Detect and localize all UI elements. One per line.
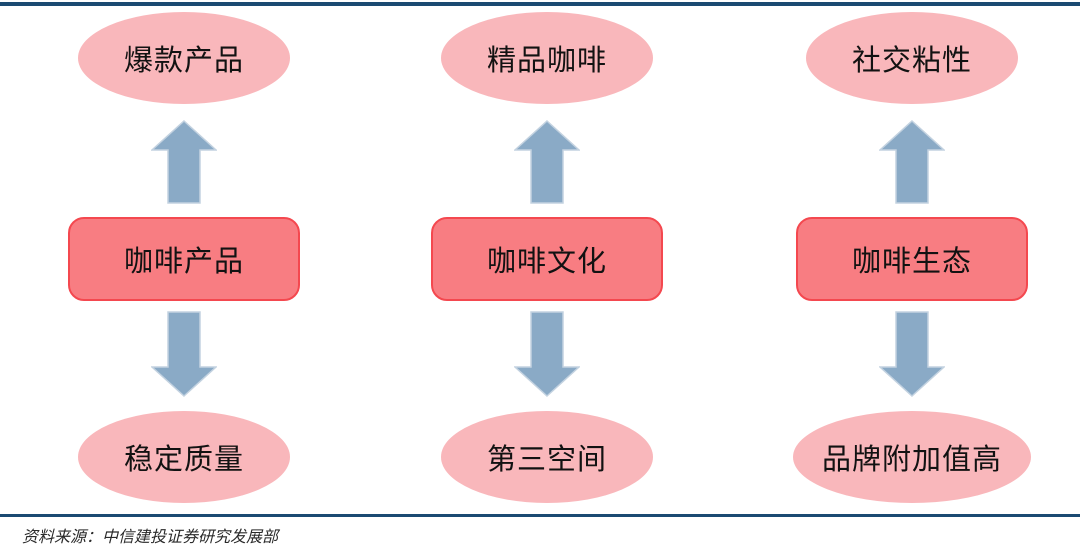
- source-note: 资料来源：中信建投证券研究发展部: [22, 527, 279, 546]
- category-label: 咖啡产品: [123, 246, 244, 278]
- up-arrow-icon: [879, 120, 945, 204]
- outcome-label: 爆款产品: [123, 45, 244, 77]
- category-label: 咖啡文化: [486, 246, 607, 278]
- outcome-ellipse-top: 社交粘性: [806, 12, 1018, 104]
- up-arrow-icon: [151, 120, 217, 204]
- category-box: 咖啡生态: [796, 217, 1028, 301]
- outcome-ellipse-top: 爆款产品: [78, 12, 290, 104]
- outcome-ellipse-bottom: 稳定质量: [78, 411, 290, 503]
- down-arrow-icon: [879, 311, 945, 397]
- category-box: 咖啡文化: [431, 217, 663, 301]
- outcome-label: 第三空间: [486, 444, 607, 476]
- up-arrow-icon: [514, 120, 580, 204]
- outcome-label: 稳定质量: [123, 444, 244, 476]
- outcome-label: 精品咖啡: [486, 45, 607, 77]
- outcome-ellipse-bottom: 品牌附加值高: [793, 411, 1031, 503]
- down-arrow-icon: [514, 311, 580, 397]
- outcome-ellipse-top: 精品咖啡: [441, 12, 653, 104]
- top-divider-rule: [0, 2, 1080, 6]
- bottom-divider-rule: [0, 514, 1080, 517]
- down-arrow-icon: [151, 311, 217, 397]
- diagram-column-coffee-product: 爆款产品 咖啡产品 稳定质量: [44, 12, 324, 503]
- diagram-column-coffee-culture: 精品咖啡 咖啡文化 第三空间: [407, 12, 687, 503]
- outcome-ellipse-bottom: 第三空间: [441, 411, 653, 503]
- outcome-label: 社交粘性: [851, 45, 972, 77]
- category-label: 咖啡生态: [851, 246, 972, 278]
- category-box: 咖啡产品: [68, 217, 300, 301]
- outcome-label: 品牌附加值高: [821, 444, 1002, 476]
- diagram-column-coffee-ecosystem: 社交粘性 咖啡生态 品牌附加值高: [772, 12, 1052, 503]
